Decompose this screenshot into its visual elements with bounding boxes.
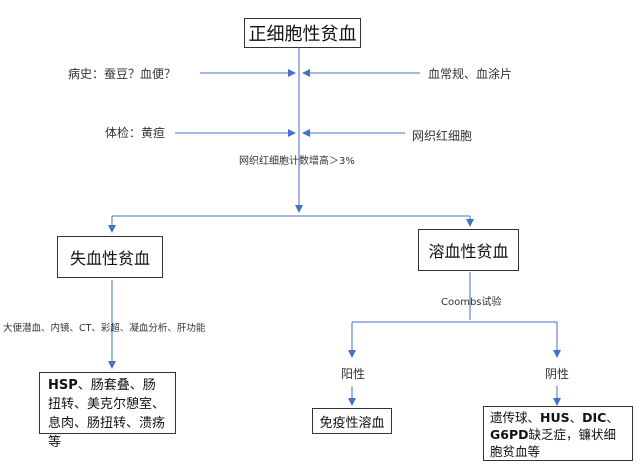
immune-hemolysis-box: 免疫性溶血	[312, 408, 392, 434]
title-text: 正细胞性贫血	[248, 24, 357, 45]
reticulocyte-label: 网织红细胞	[412, 129, 473, 143]
routine-tests-label: 血常规、血涂片	[428, 67, 513, 81]
blood-loss-anemia-text: 失血性贫血	[69, 249, 150, 268]
negative-label: 阴性	[545, 367, 570, 381]
coombs-test-label: Coombs试验	[441, 297, 502, 308]
positive-label: 阳性	[341, 367, 366, 381]
cause-spherocytosis: 遗传球、	[490, 410, 541, 425]
reticulocyte-note: 网织红细胞计数增高＞3%	[239, 156, 355, 167]
non-immune-causes-box: 遗传球、HUS、DIC、G6PD缺乏症，镰状细胞贫血等	[483, 406, 633, 461]
sep-2: 、	[606, 410, 619, 425]
blood-loss-anemia-box: 失血性贫血	[57, 236, 163, 278]
cause-dic: DIC	[582, 410, 607, 425]
history-label: 病史：蚕豆？血便？	[68, 67, 177, 81]
blood-loss-tests: 大便潜血、内镜、CT、彩超、凝血分析、肝功能	[3, 323, 206, 334]
title-box: 正细胞性贫血	[244, 18, 361, 48]
cause-rest-right: 缺乏症，镰状细胞贫血等	[490, 427, 617, 459]
cause-g6pd: G6PD	[490, 427, 529, 442]
hemolytic-anemia-text: 溶血性贫血	[428, 242, 509, 261]
cause-hus: HUS	[540, 410, 570, 425]
hemolytic-anemia-box: 溶血性贫血	[418, 229, 519, 271]
blood-loss-causes-box: HSP、肠套叠、肠扭转、美克尔憩室、息肉、肠扭转、溃疡等	[39, 372, 176, 450]
exam-label: 体检：黄疸	[105, 126, 166, 140]
cause-hsp: HSP	[48, 378, 78, 393]
sep-1: 、	[569, 410, 583, 425]
cause-rest: 、肠套叠、肠扭转、美克尔憩室、息肉、肠扭转、溃疡等	[48, 378, 166, 450]
immune-hemolysis-text: 免疫性溶血	[319, 415, 385, 431]
